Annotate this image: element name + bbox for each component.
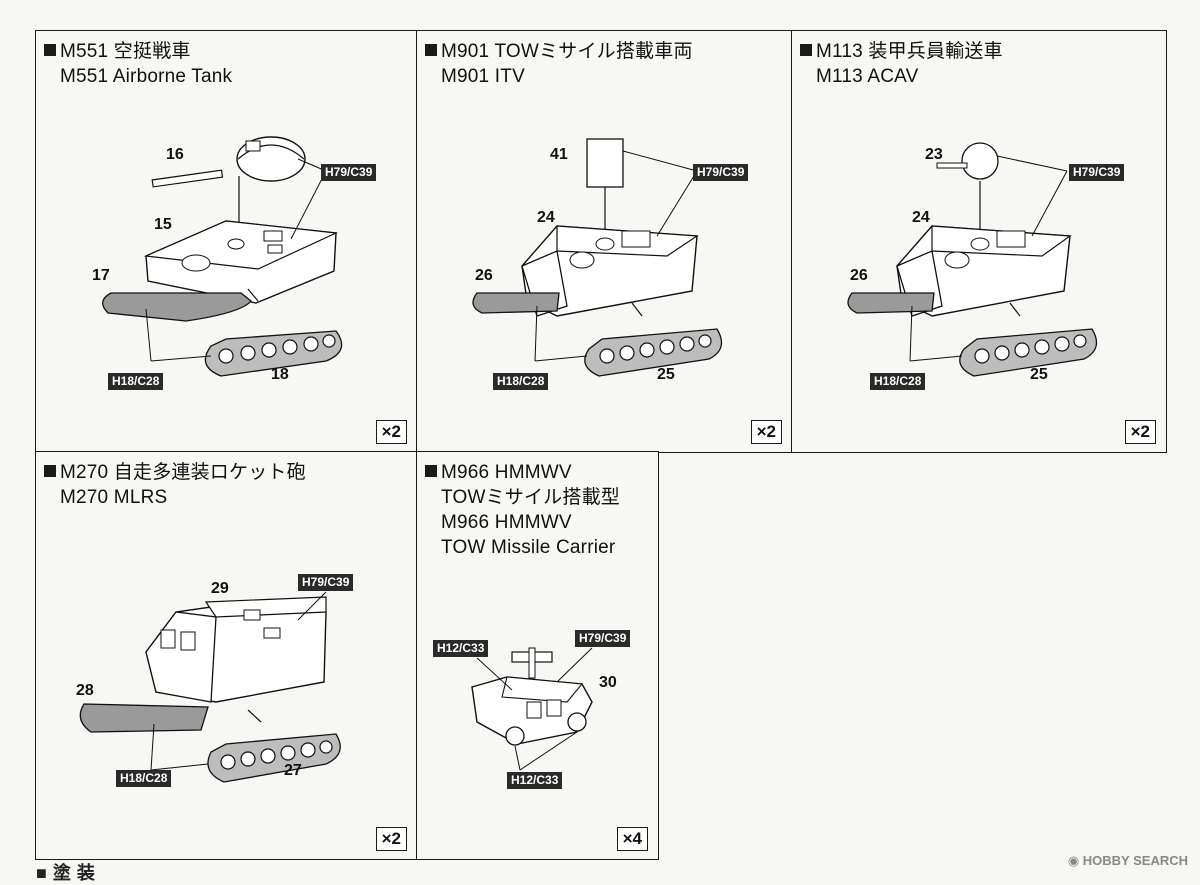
part-number: 23 [925,146,943,163]
part-number: 25 [657,366,675,383]
title-en: M270 MLRS [60,487,168,508]
part-number: 27 [284,762,302,779]
panel-title: M901 TOWミサイル搭載車両 M901 ITV [425,39,693,89]
color-badge: H79/C39 [1069,164,1125,181]
title-ja: M966 HMMWV [441,462,572,483]
part-number: 17 [92,267,110,284]
bullet-square-icon [800,44,812,56]
color-badge: H12/C33 [433,640,489,657]
part-number: 30 [599,674,617,691]
quantity-label: ×2 [375,420,407,444]
watermark-text: HOBBY SEARCH [1082,853,1188,868]
color-badge: H79/C39 [693,164,749,181]
title-ja: M551 空挺戦車 [60,41,191,62]
panel-m551: M551 空挺戦車 M551 Airborne Tank 16 15 [35,30,418,453]
part-number: 24 [537,209,555,226]
title-en: M901 ITV [441,66,525,87]
m551-drawing [102,136,343,377]
section-heading: ■塗装 [36,863,101,883]
title-en: TOW Missile Carrier [441,537,616,558]
hmmwv-drawing [471,647,593,771]
color-badge: H18/C28 [116,770,172,787]
title-ja: M270 自走多連装ロケット砲 [60,462,306,483]
bullet-square-icon [425,465,437,477]
title-ja: M113 装甲兵員輸送車 [816,41,1003,62]
watermark-icon: ◉ [1067,853,1083,868]
title-ja: TOWミサイル搭載型 [441,487,620,508]
panel-title: M113 装甲兵員輸送車 M113 ACAV [800,39,1003,89]
watermark-logo: ◉ HOBBY SEARCH [1068,853,1188,869]
panel-m270: M270 自走多連装ロケット砲 M270 MLRS 29 28 27 H79/C… [35,451,418,860]
part-number: 29 [211,580,229,597]
part-number: 25 [1030,366,1048,383]
bullet-square-icon [44,44,56,56]
part-number: 26 [850,267,868,284]
color-badge: H79/C39 [298,574,354,591]
quantity-label: ×2 [750,420,782,444]
bullet-square-icon [425,44,437,56]
color-badge: H79/C39 [575,630,631,647]
part-number: 18 [271,366,289,383]
m113-drawing [847,142,1098,377]
part-number: 24 [912,209,930,226]
m901-drawing [472,138,723,377]
part-number: 41 [550,146,568,163]
color-badge: H18/C28 [108,373,164,390]
m270-drawing [79,591,341,783]
title-en: M551 Airborne Tank [60,66,233,87]
part-number: 28 [76,682,94,699]
panel-title: M966 HMMWV TOWミサイル搭載型 M966 HMMWV TOW Mis… [425,460,620,560]
panel-m113: M113 装甲兵員輸送車 M113 ACAV 23 24 26 25 H79/C… [791,30,1167,453]
part-number: 15 [154,216,172,233]
quantity-label: ×2 [1124,420,1156,444]
title-en: M113 ACAV [816,66,919,87]
panel-m966: M966 HMMWV TOWミサイル搭載型 M966 HMMWV TOW Mis… [416,451,659,860]
panel-title: M270 自走多連装ロケット砲 M270 MLRS [44,460,306,510]
title-ja: M901 TOWミサイル搭載車両 [441,41,693,62]
color-badge: H79/C39 [321,164,377,181]
color-badge: H18/C28 [870,373,926,390]
color-badge: H12/C33 [507,772,563,789]
color-badge: H18/C28 [493,373,549,390]
quantity-label: ×4 [616,827,648,851]
panel-title: M551 空挺戦車 M551 Airborne Tank [44,39,232,89]
title-en: M966 HMMWV [441,512,572,533]
bullet-square-icon [44,465,56,477]
panel-m901: M901 TOWミサイル搭載車両 M901 ITV 41 24 26 25 H7… [416,30,793,453]
part-number: 26 [475,267,493,284]
quantity-label: ×2 [375,827,407,851]
part-number: 16 [166,146,184,163]
